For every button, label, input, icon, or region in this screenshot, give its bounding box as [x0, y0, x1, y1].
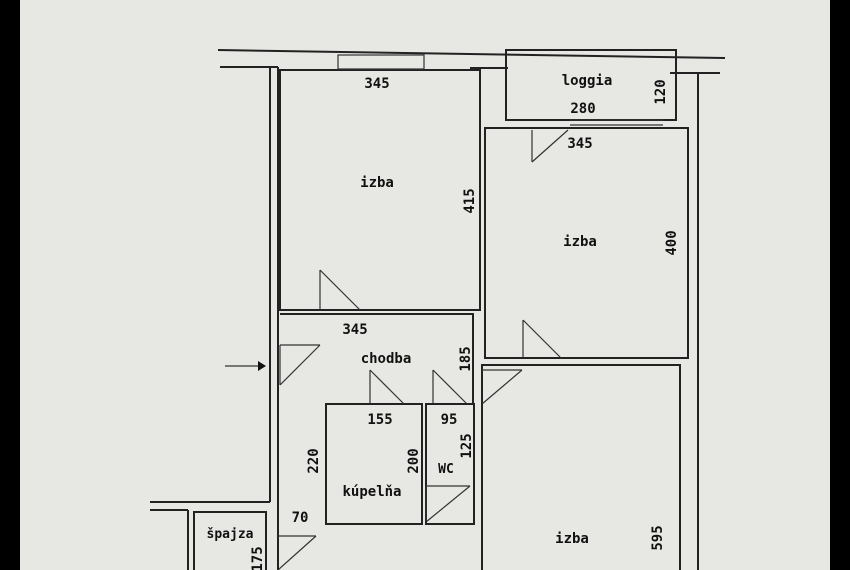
dim-kupelna-width: 155: [367, 412, 392, 428]
room-izba-1: [279, 54, 481, 311]
dim-loggia-depth: 120: [653, 79, 669, 104]
room-spajza: [193, 511, 317, 570]
label-izba-2: izba: [563, 234, 597, 250]
dim-wc-width: 95: [441, 412, 458, 428]
label-kupelna: kúpelňa: [342, 484, 401, 500]
room-izba-3: [481, 364, 681, 570]
dim-kupelna-depth: 200: [406, 448, 422, 473]
label-izba-3: izba: [555, 531, 589, 547]
room-izba-2: [484, 127, 689, 359]
room-chodba: [225, 313, 474, 405]
dim-izba-2-depth: 400: [664, 230, 680, 255]
room-loggia: [505, 49, 677, 126]
room-kupelna: [325, 403, 423, 525]
dim-izba-3-depth: 595: [650, 525, 666, 550]
dim-izba-1-depth: 415: [462, 188, 478, 213]
dim-izba-1-width: 345: [364, 76, 389, 92]
dim-hall-lower-depth: 220: [306, 448, 322, 473]
room-wc: [425, 403, 475, 525]
label-chodba: chodba: [361, 351, 412, 367]
dim-spajza-depth: 175: [250, 546, 266, 570]
floor-plan: izba loggia izba chodba kúpelňa WC izba …: [150, 49, 726, 570]
dim-chodba-width: 345: [342, 322, 367, 338]
dim-wc-depth: 125: [459, 433, 475, 458]
label-spajza: špajza: [207, 527, 254, 542]
dim-loggia-width: 280: [570, 101, 595, 117]
label-loggia: loggia: [562, 73, 613, 89]
dim-hall-lower-width: 70: [292, 510, 309, 526]
dim-izba-2-width: 345: [567, 136, 592, 152]
label-izba-1: izba: [360, 175, 394, 191]
label-wc: WC: [438, 462, 454, 477]
drawing-sheet: izba loggia izba chodba kúpelňa WC izba …: [20, 0, 830, 570]
exterior-walls: [150, 49, 726, 570]
dim-chodba-depth: 185: [458, 346, 474, 371]
